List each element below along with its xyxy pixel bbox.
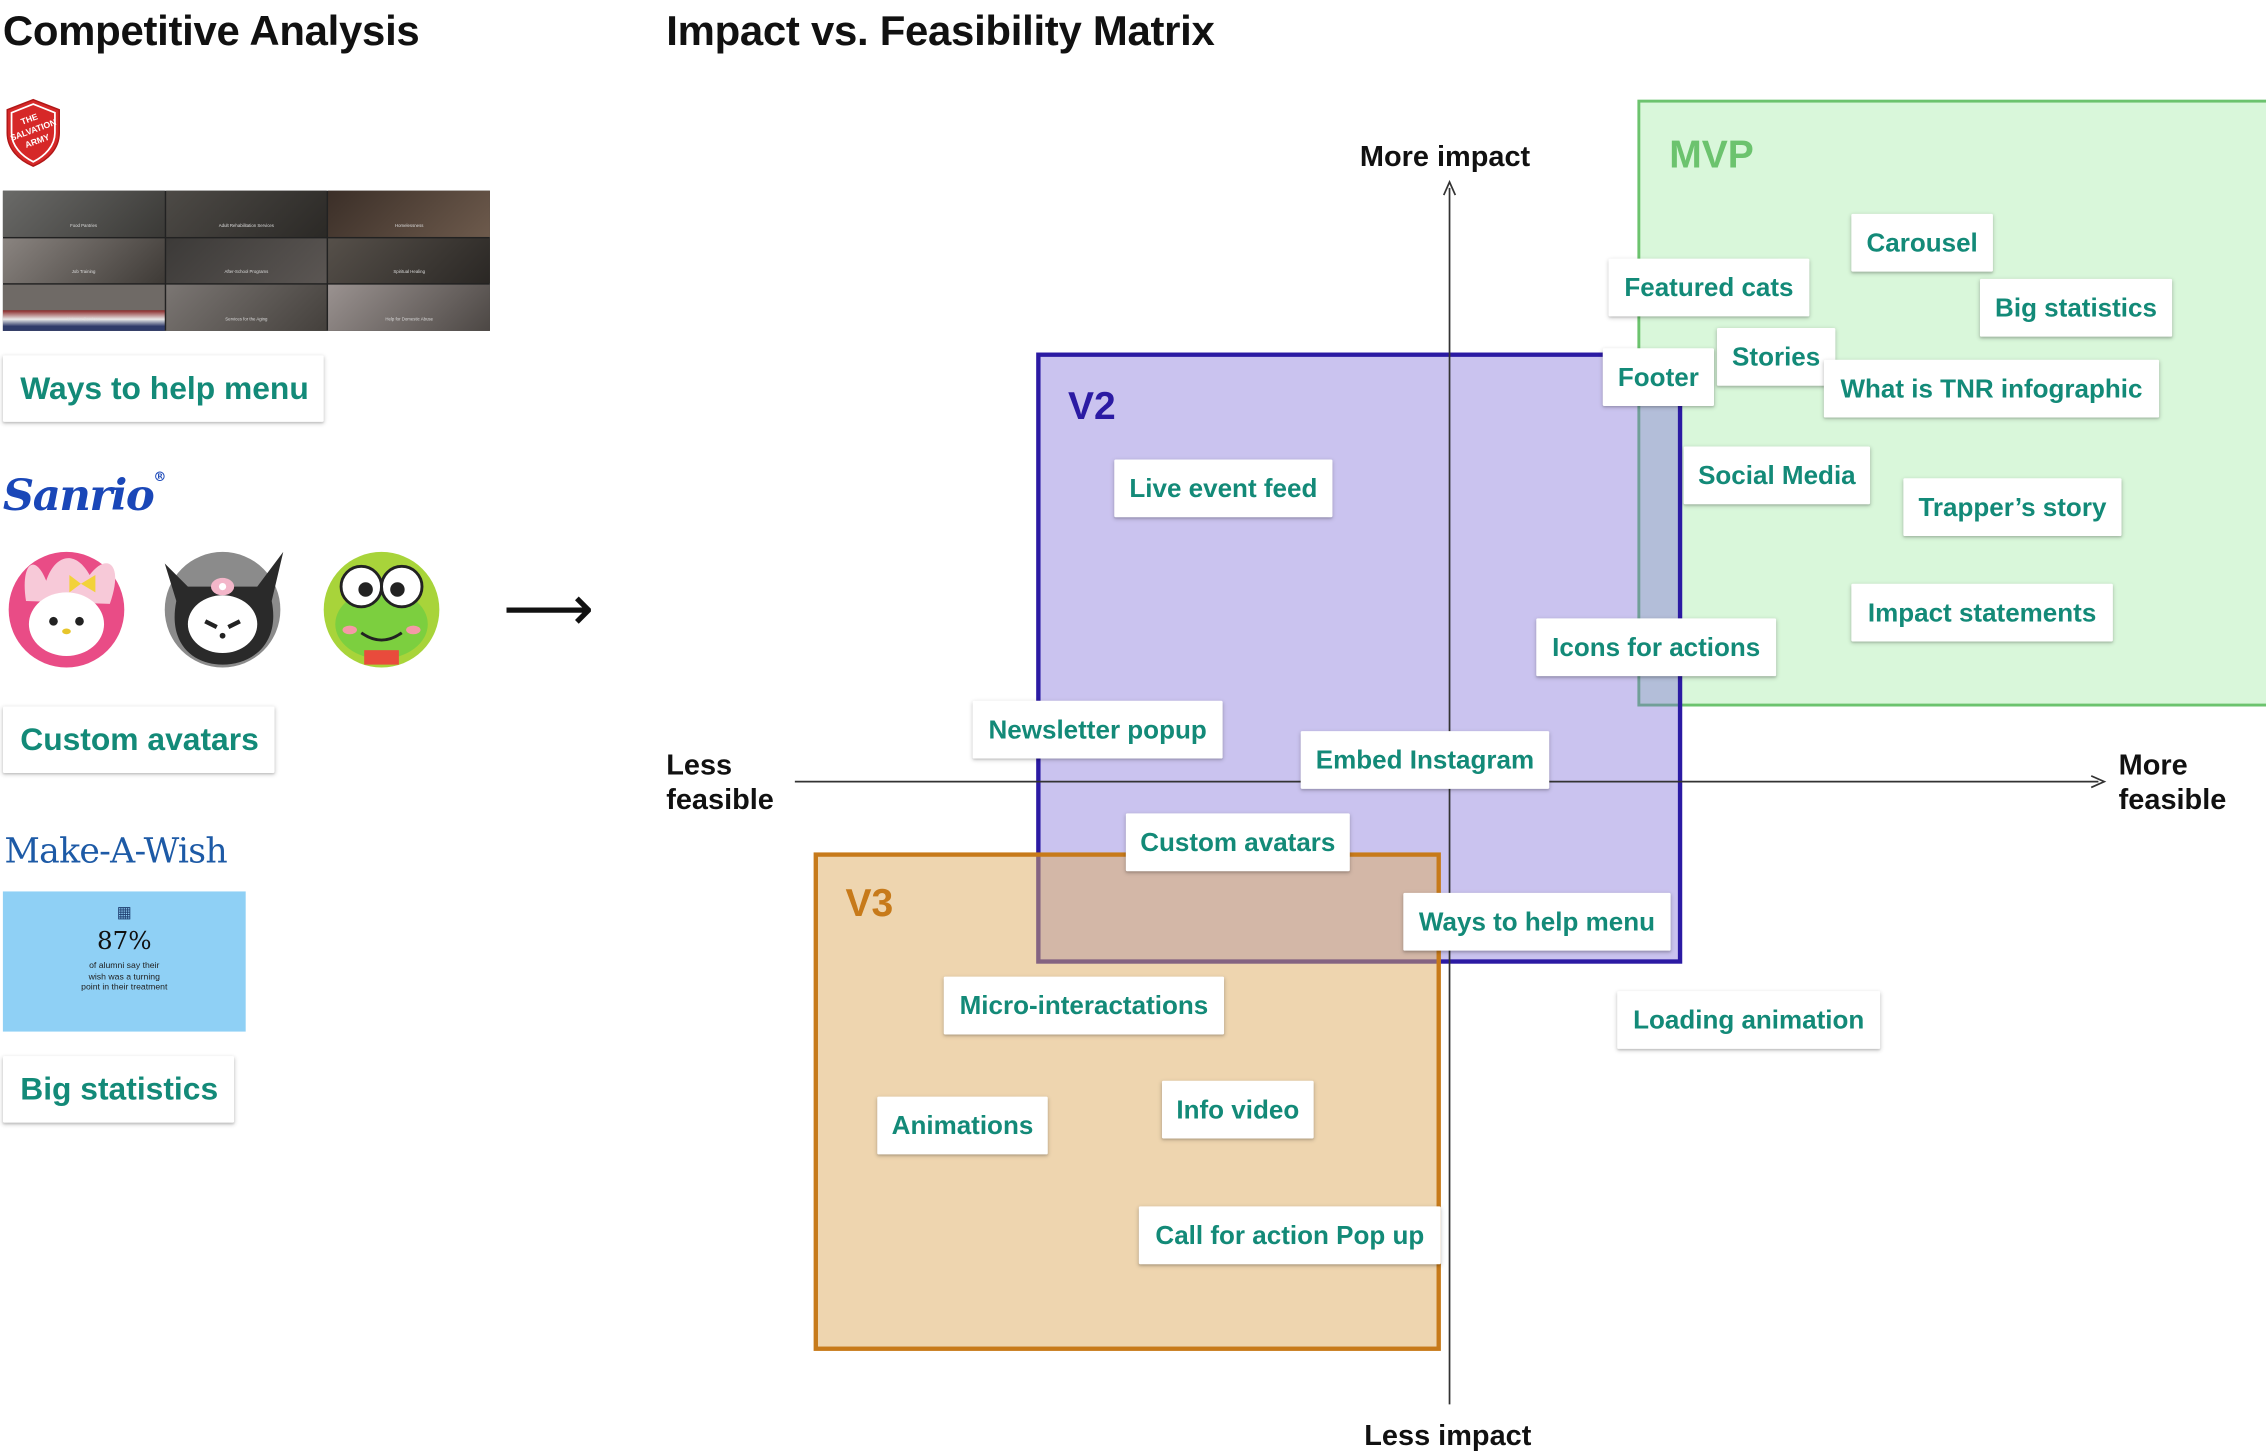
axis-label-more-impact: More impact	[1359, 141, 1531, 174]
photo-tile: Homelessness	[328, 190, 490, 237]
card-trappers-story[interactable]: Trapper’s story	[1903, 478, 2122, 537]
card-stories[interactable]: Stories	[1716, 327, 1836, 386]
make-a-wish-logo: Make-A-Wish	[4, 830, 227, 872]
card-big-statistics[interactable]: Big statistics	[1979, 278, 2173, 337]
shield-icon: THE SALVATION ARMY	[6, 98, 60, 167]
region-label-v3: V3	[845, 881, 894, 925]
ways-to-help-menu-card[interactable]: Ways to help menu	[2, 355, 324, 422]
ways-to-help-photo-grid: Food Pantries Adult Rehabilitation Servi…	[2, 190, 490, 331]
card-what-is-tnr-infographic[interactable]: What is TNR infographic	[1823, 359, 2160, 418]
stat-caption: of alumni say their wish was a turning p…	[81, 962, 168, 993]
card-info-video[interactable]: Info video	[1161, 1080, 1314, 1139]
card-carousel[interactable]: Carousel	[1851, 213, 1993, 272]
card-social-media[interactable]: Social Media	[1683, 446, 1871, 505]
competitive-analysis-title: Competitive Analysis	[2, 8, 420, 55]
axis-label-less-impact: Less impact	[1364, 1420, 1532, 1453]
right-arrow-icon: ⟶	[502, 573, 595, 645]
photo-tile: Help for Domestic Abuse	[328, 285, 490, 331]
keroppi-avatar-icon	[323, 551, 440, 668]
region-label-v2: V2	[1068, 384, 1116, 428]
photo-tile: Veteran Services	[2, 285, 165, 331]
make-a-wish-stat-tile: ▦ 87% of alumni say their wish was a tur…	[2, 891, 246, 1032]
card-micro-interactations[interactable]: Micro-interactations	[943, 976, 1225, 1035]
photo-tile: Adult Rehabilitation Services	[165, 190, 328, 237]
card-footer[interactable]: Footer	[1602, 348, 1715, 406]
photo-tile: After-School Programs	[165, 237, 328, 284]
matrix-title: Impact vs. Feasibility Matrix	[666, 8, 1215, 55]
card-ways-to-help-menu[interactable]: Ways to help menu	[1403, 892, 1671, 951]
kuromi-avatar-icon	[164, 551, 284, 668]
big-statistics-card[interactable]: Big statistics	[2, 1056, 235, 1123]
axis-up-arrow-icon	[1442, 179, 1457, 196]
card-icons-for-actions[interactable]: Icons for actions	[1536, 618, 1777, 677]
axis-right-arrow-icon	[2090, 775, 2107, 789]
photo-tile: Services for the Aging	[165, 285, 328, 331]
stat-value: 87%	[96, 927, 152, 957]
region-label-mvp: MVP	[1669, 132, 1754, 177]
photo-tile: Job Training	[2, 237, 165, 284]
card-impact-statements[interactable]: Impact statements	[1851, 583, 2113, 642]
card-loading-animation[interactable]: Loading animation	[1617, 991, 1881, 1049]
photo-tile: Food Pantries	[2, 190, 165, 237]
sanrio-logo: Sanrio®	[2, 471, 167, 522]
card-custom-avatars[interactable]: Custom avatars	[1125, 813, 1350, 872]
card-newsletter-popup[interactable]: Newsletter popup	[972, 700, 1223, 759]
card-animations[interactable]: Animations	[877, 1096, 1048, 1155]
card-featured-cats[interactable]: Featured cats	[1608, 258, 1810, 317]
photo-tile: Spiritual Healing	[328, 237, 490, 284]
document-icon: ▦	[116, 904, 132, 922]
my-melody-avatar-icon	[8, 551, 125, 668]
card-embed-instagram[interactable]: Embed Instagram	[1300, 731, 1550, 789]
card-live-event-feed[interactable]: Live event feed	[1114, 459, 1333, 518]
sanrio-avatars	[6, 543, 454, 676]
custom-avatars-card[interactable]: Custom avatars	[2, 706, 275, 773]
salvation-army-logo: THE SALVATION ARMY	[3, 98, 64, 167]
card-call-for-action-pop-up[interactable]: Call for action Pop up	[1138, 1206, 1441, 1265]
